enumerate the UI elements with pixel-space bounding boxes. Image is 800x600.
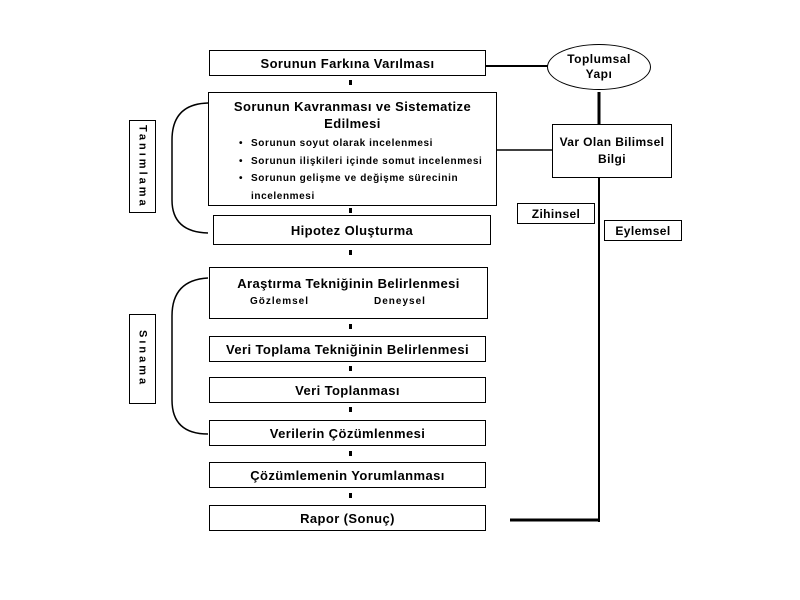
flow-dot — [349, 366, 352, 371]
mental-label: Zihinsel — [531, 206, 581, 221]
bullet-item-continued: incelenmesi — [251, 190, 315, 202]
phase-definition-label: Tanımlama — [136, 124, 149, 209]
flow-dot — [349, 493, 352, 498]
step-interpretation-label: Çözümlemenin Yorumlanması — [250, 467, 445, 483]
practical-label: Eylemsel — [615, 223, 671, 238]
step-data-analysis: Verilerin Çözümlenmesi — [209, 420, 486, 446]
flow-dot — [349, 250, 352, 255]
step-systematization-title-1: Sorunun Kavranması ve Sistematize — [233, 99, 472, 114]
social-structure-line2: Yapı — [585, 67, 613, 81]
phase-testing-label: Sınama — [136, 330, 149, 388]
flow-dot — [349, 80, 352, 85]
tanimlama-bracket — [171, 102, 209, 234]
step-data-collection-technique-label: Veri Toplama Tekniğinin Belirlenmesi — [226, 341, 469, 357]
step-interpretation: Çözümlemenin Yorumlanması — [209, 462, 486, 488]
step-data-collection-label: Veri Toplanması — [295, 382, 400, 398]
bullet-item: •Sorunun gelişme ve değişme sürecinin — [239, 173, 459, 184]
step-hypothesis-label: Hipotez Oluşturma — [290, 222, 414, 238]
step-problem-awareness: Sorunun Farkına Varılması — [209, 50, 486, 76]
bullet-item: •Sorunun soyut olarak incelenmesi — [239, 138, 434, 149]
step-problem-awareness-label: Sorunun Farkına Varılması — [260, 55, 435, 71]
flow-dot — [349, 208, 352, 213]
bullet-item: •Sorunun ilişkileri içinde somut incelen… — [239, 155, 483, 167]
flow-dot — [349, 451, 352, 456]
step-hypothesis: Hipotez Oluşturma — [213, 215, 491, 245]
social-structure-oval: Toplumsal Yapı — [547, 44, 651, 90]
step-systematization-title-2: Edilmesi — [324, 116, 381, 131]
step-report-label: Rapor (Sonuç) — [300, 510, 395, 526]
step-data-collection-technique: Veri Toplama Tekniğinin Belirlenmesi — [209, 336, 486, 362]
phase-testing-label-box: Sınama — [129, 314, 156, 404]
step-data-collection: Veri Toplanması — [209, 377, 486, 403]
experimental-label: Deneysel — [374, 296, 426, 307]
mental-label-box: Zihinsel — [517, 203, 595, 224]
social-structure-line1: Toplumsal — [567, 52, 631, 66]
step-problem-systematization: Sorunun Kavranması ve Sistematize Edilme… — [208, 92, 497, 206]
step-data-analysis-label: Verilerin Çözümlenmesi — [269, 425, 426, 441]
sinama-bracket — [171, 277, 209, 435]
existing-knowledge-box: Var Olan Bilimsel Bilgi — [552, 124, 672, 178]
flow-dot — [349, 324, 352, 329]
phase-definition-label-box: Tanımlama — [129, 120, 156, 213]
step-research-technique: Araştırma Tekniğinin Belirlenmesi Gözlem… — [209, 267, 488, 319]
step-report: Rapor (Sonuç) — [209, 505, 486, 531]
observational-label: Gözlemsel — [250, 296, 310, 307]
existing-knowledge-line2: Bilgi — [598, 152, 626, 166]
existing-knowledge-line1: Var Olan Bilimsel — [559, 135, 665, 149]
systematization-bullet-list: •Sorunun soyut olarak incelenmesi •Sorun… — [239, 135, 496, 205]
practical-label-box: Eylemsel — [604, 220, 682, 241]
step-research-technique-title: Araştırma Tekniğinin Belirlenmesi — [237, 276, 460, 291]
flow-dot — [349, 407, 352, 412]
